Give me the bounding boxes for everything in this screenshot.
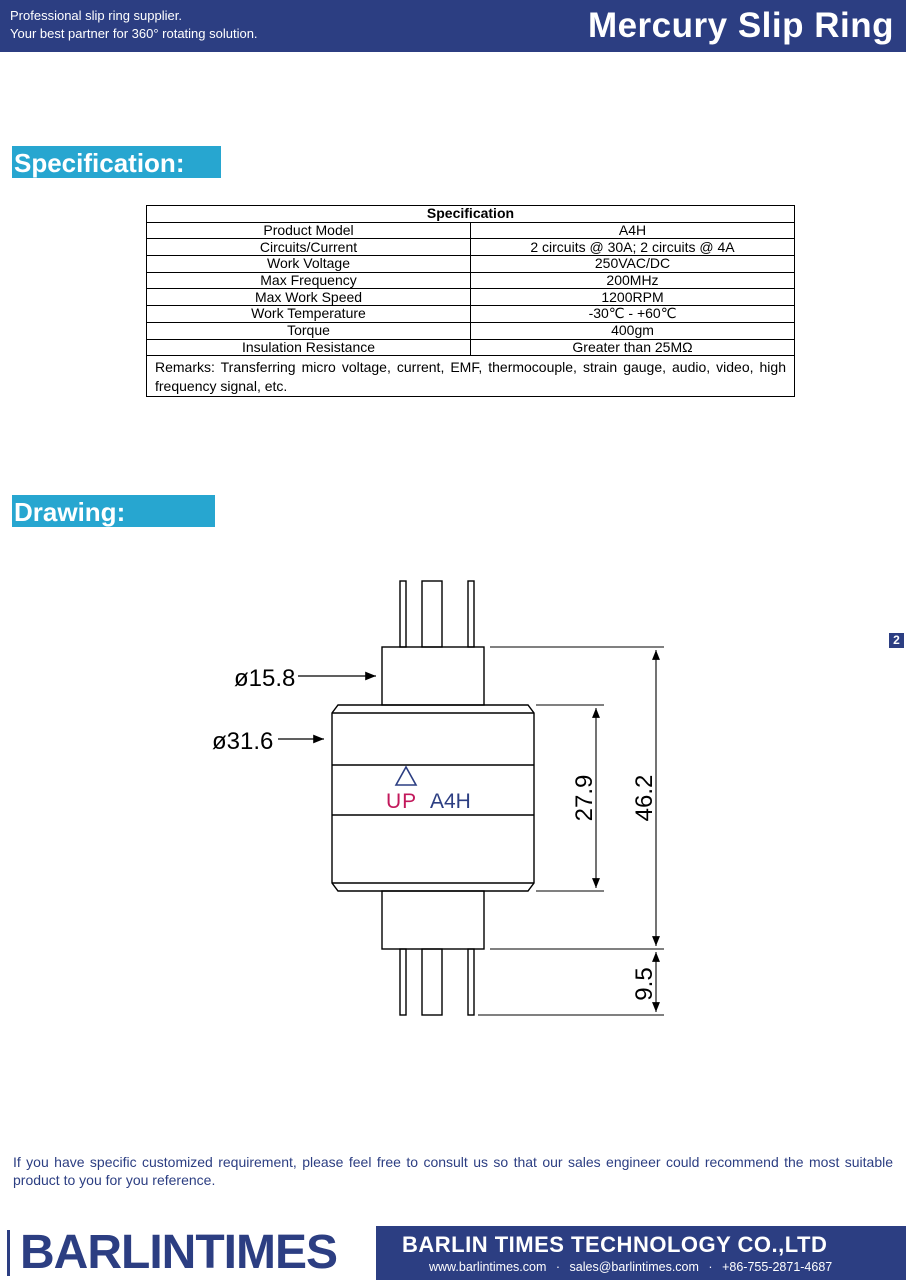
drawing-heading: Drawing: xyxy=(12,495,215,527)
row-value: 200MHz xyxy=(470,271,795,290)
bottom-shaft xyxy=(381,890,485,950)
row-value: 2 circuits @ 30A; 2 circuits @ 4A xyxy=(470,238,795,257)
row-label: Product Model xyxy=(146,221,471,240)
brand-logo-text: BARLINTIMES xyxy=(20,1226,338,1279)
separator: · xyxy=(708,1260,713,1274)
body-diameter-label: ø31.6 xyxy=(212,728,273,755)
table-row: Max Work Speed 1200RPM xyxy=(146,288,795,307)
body-model-text: A4H xyxy=(430,790,471,813)
table-row: Work Voltage 250VAC/DC xyxy=(146,255,795,273)
table-row: Circuits/Current 2 circuits @ 30A; 2 cir… xyxy=(146,238,795,257)
remarks-row: Remarks: Transferring micro voltage, cur… xyxy=(146,355,795,398)
table-row: Insulation Resistance Greater than 25MΩ xyxy=(146,338,795,357)
table-row: Torque 400gm xyxy=(146,321,795,340)
table-row: Max Frequency 200MHz xyxy=(146,271,795,290)
row-label: Insulation Resistance xyxy=(146,338,471,357)
slip-ring-drawing: ø15.8 ø31.6 27.9 46.2 9.5 UP A4H xyxy=(212,580,664,1016)
company-name: BARLIN TIMES TECHNOLOGY CO.,LTD xyxy=(402,1232,828,1257)
contact-line: www.barlintimes.com · sales@barlintimes.… xyxy=(426,1260,835,1274)
row-label: Torque xyxy=(146,321,471,340)
row-label: Circuits/Current xyxy=(146,238,471,257)
row-value: 400gm xyxy=(470,321,795,340)
row-label: Max Frequency xyxy=(146,271,471,290)
specification-table: Specification Product Model A4H Circuits… xyxy=(146,205,795,398)
footer-company-box: BARLIN TIMES TECHNOLOGY CO.,LTD www.barl… xyxy=(376,1226,906,1280)
row-value: -30℃ - +60℃ xyxy=(470,305,795,323)
phone-number: +86-755-2871-4687 xyxy=(722,1260,833,1274)
footer: BARLINTIMES BARLIN TIMES TECHNOLOGY CO.,… xyxy=(0,1226,906,1280)
header-banner: Professional slip ring supplier. Your be… xyxy=(0,0,906,52)
top-lead-1 xyxy=(399,580,407,648)
bottom-lead-1 xyxy=(399,948,407,1016)
row-label: Work Voltage xyxy=(146,255,471,273)
lead-length-label: 9.5 xyxy=(631,967,658,1000)
row-value: 250VAC/DC xyxy=(470,255,795,273)
page-number-badge: 2 xyxy=(889,633,904,648)
consultation-note: If you have specific customized requirem… xyxy=(13,1154,893,1188)
table-row: Work Temperature -30℃ - +60℃ xyxy=(146,305,795,323)
row-value: A4H xyxy=(470,221,795,240)
top-diameter-label: ø15.8 xyxy=(234,665,295,692)
website-link[interactable]: www.barlintimes.com xyxy=(429,1260,547,1274)
top-shaft xyxy=(381,646,485,706)
specification-heading: Specification: xyxy=(12,146,221,178)
footer-brand-box: BARLINTIMES xyxy=(0,1226,376,1280)
brand-accent-bar xyxy=(7,1230,10,1276)
row-label: Max Work Speed xyxy=(146,288,471,307)
housing-body xyxy=(331,704,535,892)
bottom-lead-3 xyxy=(467,948,475,1016)
header-tagline-2: Your best partner for 360° rotating solu… xyxy=(10,26,258,41)
table-header-row: Specification xyxy=(146,205,795,223)
separator: · xyxy=(555,1260,561,1274)
header-title: Mercury Slip Ring xyxy=(587,6,894,45)
row-value: 1200RPM xyxy=(470,288,795,307)
remarks-text: Remarks: Transferring micro voltage, cur… xyxy=(146,355,795,398)
table-title: Specification xyxy=(146,205,795,223)
email-link[interactable]: sales@barlintimes.com xyxy=(569,1260,699,1274)
row-label: Work Temperature xyxy=(146,305,471,323)
header-tagline-1: Professional slip ring supplier. xyxy=(10,8,182,23)
bottom-lead-2 xyxy=(421,948,443,1016)
table-row: Product Model A4H xyxy=(146,221,795,240)
total-length-label: 46.2 xyxy=(631,775,658,822)
top-lead-3 xyxy=(467,580,475,648)
top-lead-2 xyxy=(421,580,443,648)
logo-triangle-icon xyxy=(394,765,418,786)
body-logo-text: UP xyxy=(386,790,417,813)
body-length-label: 27.9 xyxy=(571,775,598,822)
row-value: Greater than 25MΩ xyxy=(470,338,795,357)
